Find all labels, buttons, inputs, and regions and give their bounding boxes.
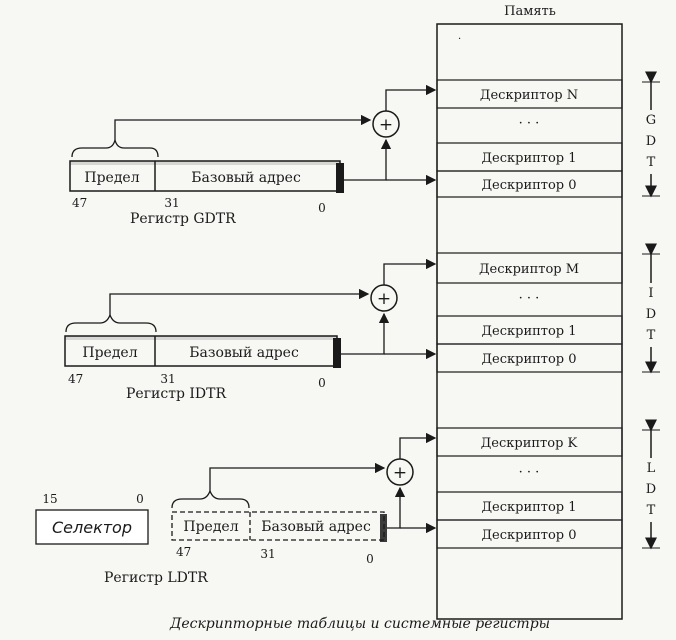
ldt-descriptor-0: Дескриптор 0 bbox=[481, 528, 576, 543]
idt-label-t: T bbox=[647, 328, 656, 343]
gdtr-limit-field: Предел bbox=[84, 170, 139, 186]
gdtr-limit-brace bbox=[71, 139, 159, 158]
gdtr-caption: Регистр GDTR bbox=[130, 211, 236, 227]
idt-descriptor-ellipsis: · · · bbox=[519, 291, 540, 306]
idtr-adder-symbol: + bbox=[377, 289, 391, 309]
gdtr-bit-31: 31 bbox=[164, 196, 179, 210]
gdt-descriptor-ellipsis: · · · bbox=[519, 116, 540, 131]
gdtr-adder-symbol: + bbox=[379, 115, 393, 135]
gdt-label-g: G bbox=[646, 113, 656, 128]
gdt-descriptor-0-cell bbox=[436, 170, 623, 198]
ldtr-caption: Регистр LDTR bbox=[104, 570, 208, 586]
idtr-caption: Регистр IDTR bbox=[126, 386, 226, 402]
ldtr-sum-to-ldt bbox=[399, 432, 437, 459]
idt-table: Дескриптор M · · · Дескриптор 1 Дескрипт… bbox=[436, 252, 623, 373]
ldtr-limit-field: Предел bbox=[183, 519, 238, 535]
ldtr-limit-wire bbox=[209, 462, 386, 491]
selector-bit-15: 15 bbox=[42, 492, 57, 506]
selector-field bbox=[35, 509, 149, 545]
ldt-label-d: D bbox=[646, 482, 656, 497]
ldt-descriptor-0-cell bbox=[436, 519, 623, 549]
gdtr-bit-0: 0 bbox=[318, 201, 326, 215]
ldtr-base-field: Базовый адрес bbox=[261, 519, 371, 535]
ldtr-base-to-adder bbox=[387, 486, 406, 529]
gdtr-limit-wire bbox=[114, 114, 372, 140]
idtr-limit-brace bbox=[65, 313, 157, 333]
gdt-label-d: D bbox=[646, 134, 656, 149]
ldtr-bit-0: 0 bbox=[366, 552, 374, 566]
ldtr-adder-symbol: + bbox=[393, 463, 407, 483]
gdt-descriptor-n-cell bbox=[436, 79, 623, 109]
ldt-descriptor-ellipsis: · · · bbox=[519, 465, 540, 480]
idtr-bit-31: 31 bbox=[160, 372, 175, 386]
ldtr-limit-brace bbox=[171, 489, 250, 509]
selector-bit-0: 0 bbox=[136, 492, 144, 506]
idt-descriptor-m: Дескриптор M bbox=[479, 262, 579, 277]
ldt-label-t: T bbox=[647, 503, 656, 518]
idtr-register: Предел Базовый адрес 47 31 0 Регистр IDT… bbox=[64, 335, 341, 402]
idtr-bit-0: 0 bbox=[318, 376, 326, 390]
ldt-label-l: L bbox=[647, 461, 656, 476]
gdt-descriptor-0: Дескриптор 0 bbox=[481, 178, 576, 193]
ldt-descriptor-1: Дескриптор 1 bbox=[481, 500, 576, 515]
idt-descriptor-0-cell bbox=[436, 343, 623, 373]
gdtr-base-to-adder bbox=[344, 138, 392, 181]
idt-bracket: I D T bbox=[642, 243, 660, 374]
idtr-bit-47: 47 bbox=[68, 372, 83, 386]
gdt-descriptor-1: Дескриптор 1 bbox=[481, 151, 576, 166]
ldtr-bit-31: 31 bbox=[260, 547, 275, 561]
selector-label: Селектор bbox=[52, 518, 132, 537]
idt-label-d: D bbox=[646, 307, 656, 322]
idt-descriptor-m-cell bbox=[436, 252, 623, 284]
ldt-bracket: L D T bbox=[642, 419, 660, 550]
gdt-bracket: G D T bbox=[642, 71, 660, 198]
idtr-limit-field: Предел bbox=[82, 345, 137, 361]
ldt-descriptor-k: Дескриптор K bbox=[481, 436, 578, 451]
idtr-base-to-adder bbox=[341, 312, 390, 355]
gdtr-bit-47: 47 bbox=[72, 196, 87, 210]
gdt-label-t: T bbox=[647, 155, 656, 170]
ldtr-register: 15 0 Селектор Предел Базовый адрес 47 31… bbox=[35, 492, 387, 586]
memory-top-mark: · bbox=[458, 34, 461, 45]
gdtr-base-field: Базовый адрес bbox=[191, 170, 301, 186]
memory-title: Память bbox=[504, 4, 556, 19]
idtr-sum-to-idt bbox=[383, 258, 437, 285]
gdt-descriptor-n: Дескриптор N bbox=[480, 88, 578, 103]
gdtr-register: Предел Базовый адрес 47 31 0 Регистр GDT… bbox=[69, 160, 344, 227]
gdt-table: Дескриптор N · · · Дескриптор 1 Дескрипт… bbox=[436, 79, 623, 198]
ldtr-bit-47: 47 bbox=[176, 545, 191, 559]
figure-caption: Дескрипторные таблицы и системные регист… bbox=[169, 616, 550, 632]
idt-descriptor-1: Дескриптор 1 bbox=[481, 324, 576, 339]
idtr-limit-wire bbox=[109, 288, 370, 315]
gdtr-sum-to-gdt bbox=[385, 84, 437, 111]
idt-descriptor-0: Дескриптор 0 bbox=[481, 352, 576, 367]
ldt-table: Дескриптор K · · · Дескриптор 1 Дескрипт… bbox=[436, 427, 623, 549]
idt-label-i: I bbox=[648, 286, 653, 301]
idtr-base-field: Базовый адрес bbox=[189, 345, 299, 361]
ldt-descriptor-k-cell bbox=[436, 427, 623, 457]
